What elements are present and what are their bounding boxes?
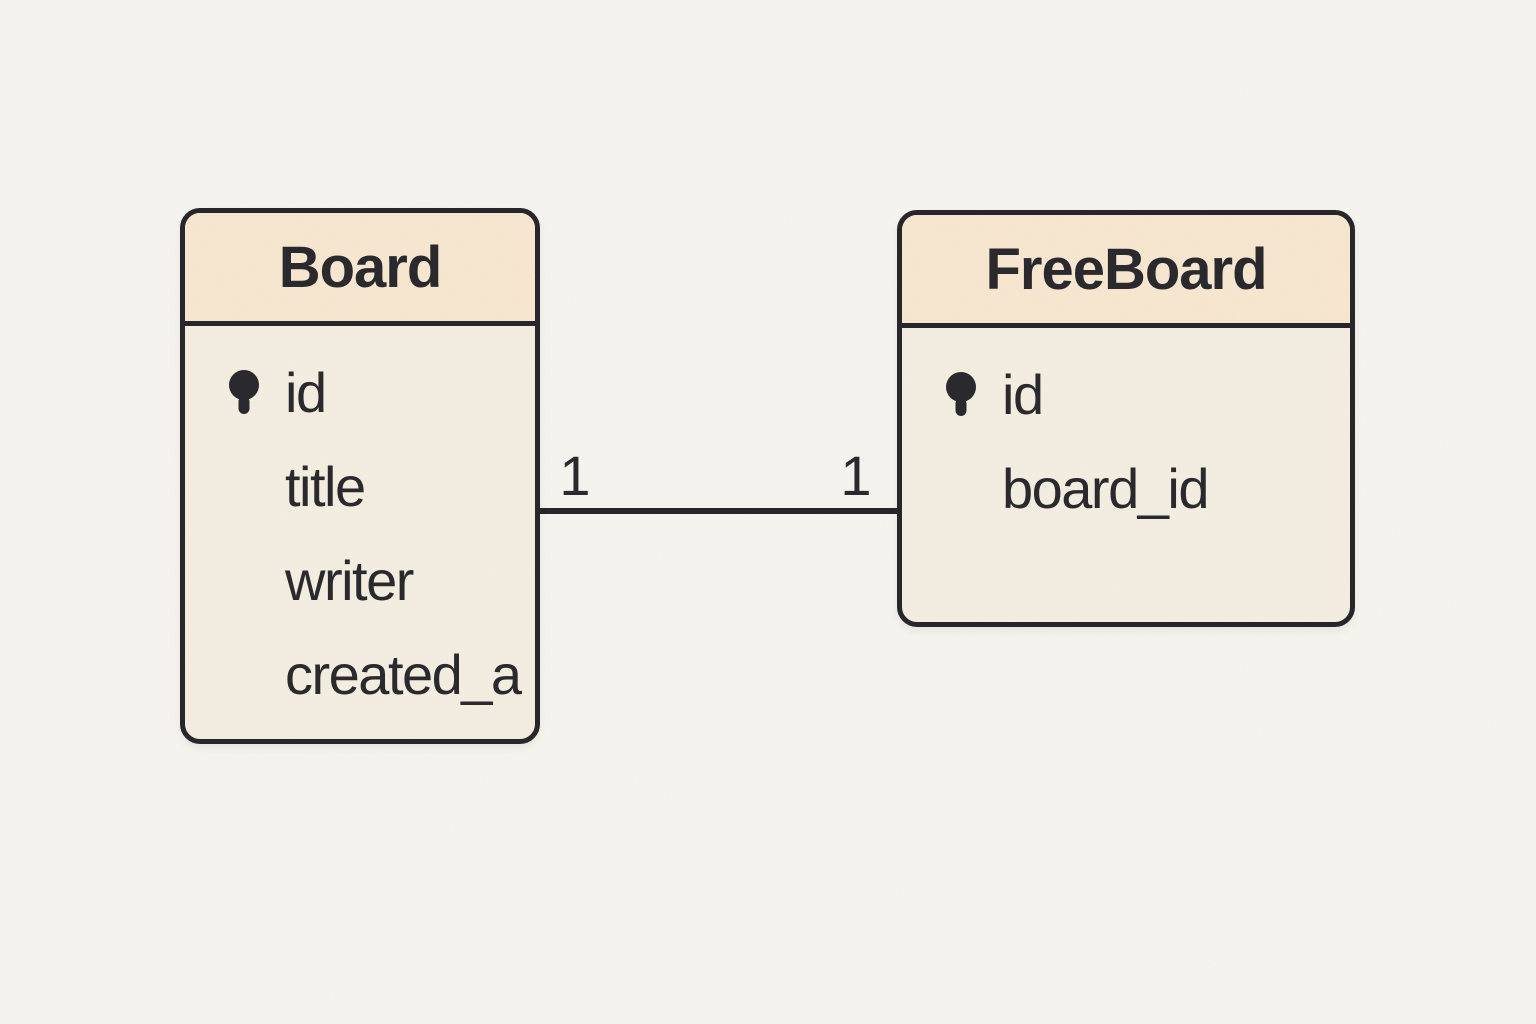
cardinality-label-from: 1 [559,444,591,507]
primary-key-icon [227,369,285,417]
field-row: id [185,346,535,440]
relationship-line [538,508,899,514]
primary-key-icon [944,371,1002,419]
field-row: writer [185,534,535,628]
field-row: title [185,440,535,534]
field-name: writer [285,549,414,612]
cardinality-label-to: 1 [840,444,872,507]
field-row: board_id [902,442,1350,536]
entity-freeboard-header: FreeBoard [902,215,1350,328]
field-name: board_id [1002,457,1209,520]
entity-freeboard-fields: id board_id [902,328,1350,536]
field-name: id [1002,363,1044,426]
field-name: id [285,361,327,424]
entity-freeboard-title: FreeBoard [985,236,1267,302]
entity-board-title: Board [278,234,443,300]
entity-board[interactable]: Board id title writer created_a [180,208,540,744]
field-name: title [285,455,366,518]
field-name: created_a [285,643,522,706]
field-row: created_a [185,628,535,722]
entity-board-fields: id title writer created_a [185,326,535,722]
entity-board-header: Board [185,213,535,326]
field-row: id [902,348,1350,442]
entity-freeboard[interactable]: FreeBoard id board_id [897,210,1355,627]
